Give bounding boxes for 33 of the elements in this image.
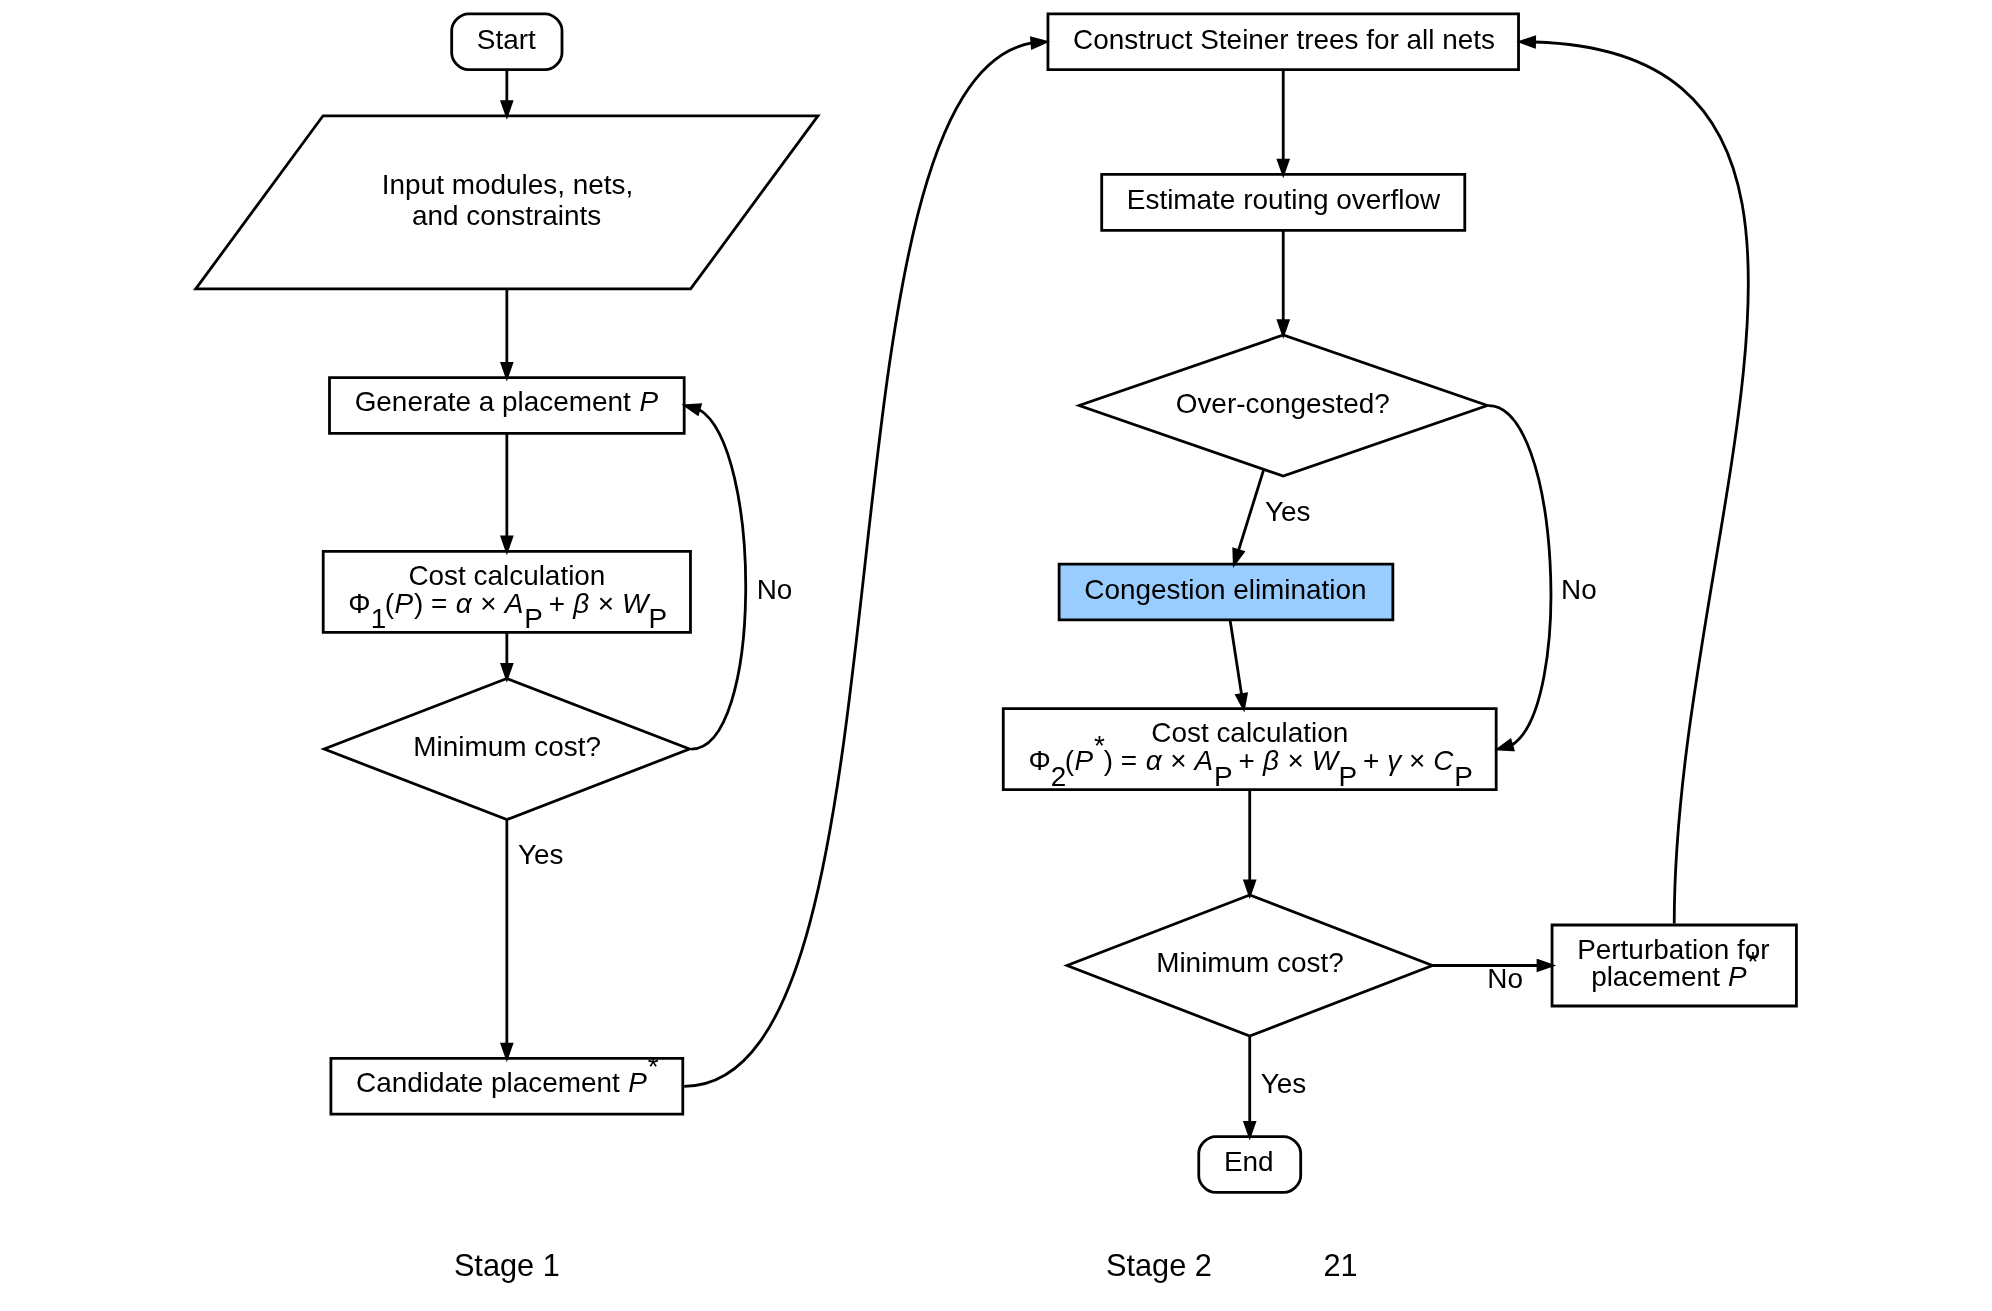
label: Stage 2 bbox=[1106, 1247, 1212, 1283]
arrow bbox=[500, 433, 514, 556]
arrow bbox=[1242, 1036, 1257, 1141]
label: Stage 1 bbox=[453, 1247, 560, 1283]
node-box: Estimate routing overflow bbox=[1100, 173, 1467, 232]
arrow bbox=[500, 289, 514, 382]
arrow bbox=[1516, 35, 1750, 924]
arrow bbox=[1488, 404, 1553, 752]
arrow bbox=[1276, 230, 1291, 339]
node-box: Generate a placement P bbox=[328, 376, 686, 435]
node-diamond: Over-congested? bbox=[1074, 333, 1492, 478]
edge-label: Yes bbox=[517, 839, 564, 871]
arrow bbox=[500, 69, 514, 120]
label: 21 bbox=[1323, 1247, 1358, 1283]
node-box: Congestion elimination bbox=[1057, 562, 1395, 622]
arrow bbox=[500, 819, 514, 1063]
arrow bbox=[1432, 958, 1557, 973]
arrow bbox=[683, 36, 1051, 1088]
arrow bbox=[1228, 620, 1249, 713]
node-diamond: Minimum cost? bbox=[320, 677, 694, 822]
edge-label: Yes bbox=[1260, 1068, 1307, 1100]
node-box: Start bbox=[450, 12, 564, 72]
edge-label: No bbox=[1561, 573, 1597, 605]
edge-label: No bbox=[1487, 962, 1524, 994]
arrow bbox=[1242, 789, 1257, 900]
edge-label: Yes bbox=[1264, 495, 1311, 527]
edge-label: No bbox=[756, 573, 793, 605]
node-box: Construct Steiner trees for all nets bbox=[1046, 12, 1520, 72]
arrow bbox=[1232, 469, 1266, 568]
node-box: End bbox=[1197, 1135, 1303, 1194]
arrow bbox=[500, 632, 514, 683]
arrow bbox=[681, 403, 748, 751]
arrow bbox=[1276, 69, 1291, 179]
